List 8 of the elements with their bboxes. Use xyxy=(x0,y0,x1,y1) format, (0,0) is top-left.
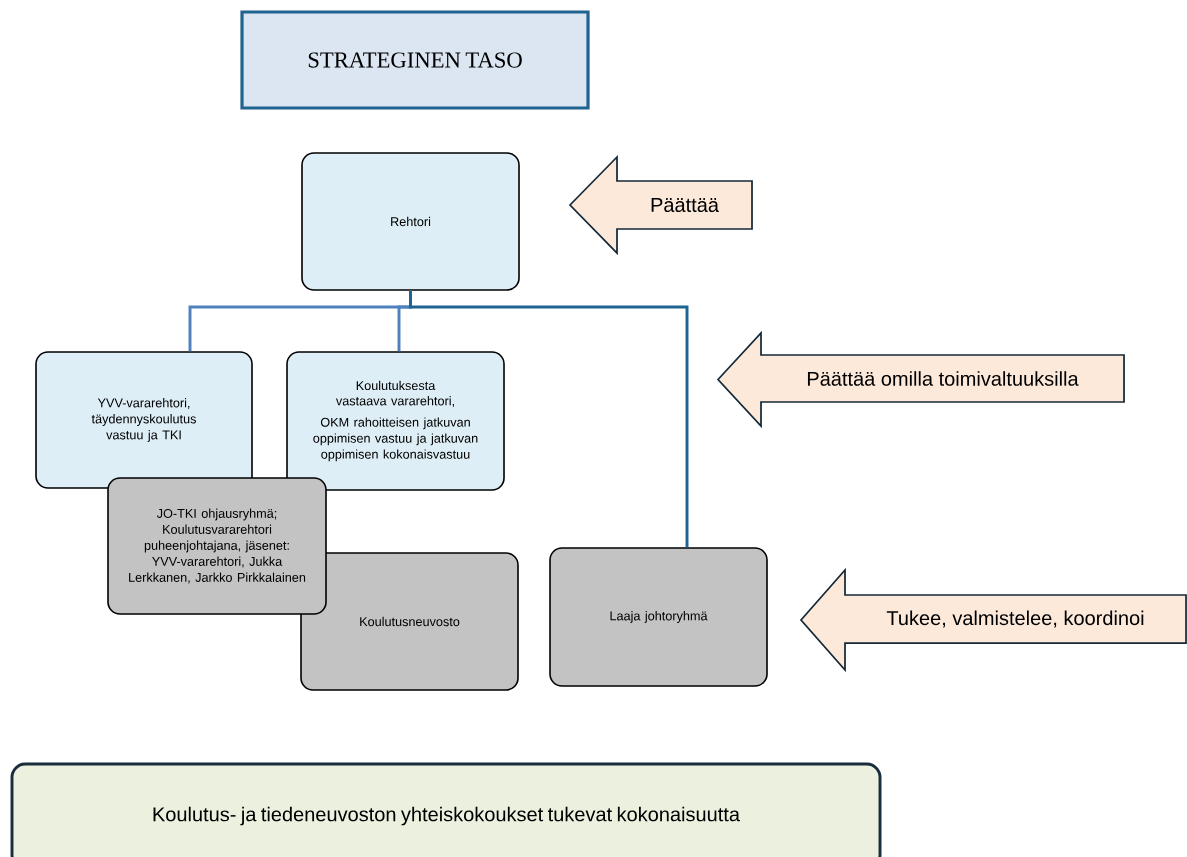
note-box: Koulutus- ja tiedeneuvoston yhteiskokoukset tukevat kokonaisuutta xyxy=(10,762,882,857)
group-box: Laaja johtoryhmä xyxy=(549,547,768,687)
role-box: YVV-vararehtori, täydennyskoulutus vastuu ja TKI xyxy=(35,351,253,489)
role-box: Rehtori xyxy=(301,152,520,291)
connector-line xyxy=(409,290,689,548)
group-box: JO-TKI ohjausryhmä; Koulutusvararehtori puheenjohtajana, jäsenet: YVV-vararehtori, Jukka Lerkkanen, Jarkko Pirkkalainen xyxy=(107,477,327,615)
title-box: STRATEGINEN TASO xyxy=(240,10,590,110)
role-box: Koulutuksesta vastaava vararehtori, OKM rahoitteisen jatkuvan oppimisen vastuu ja jatkuvan oppimisen kokonaisvastuu xyxy=(286,351,505,491)
